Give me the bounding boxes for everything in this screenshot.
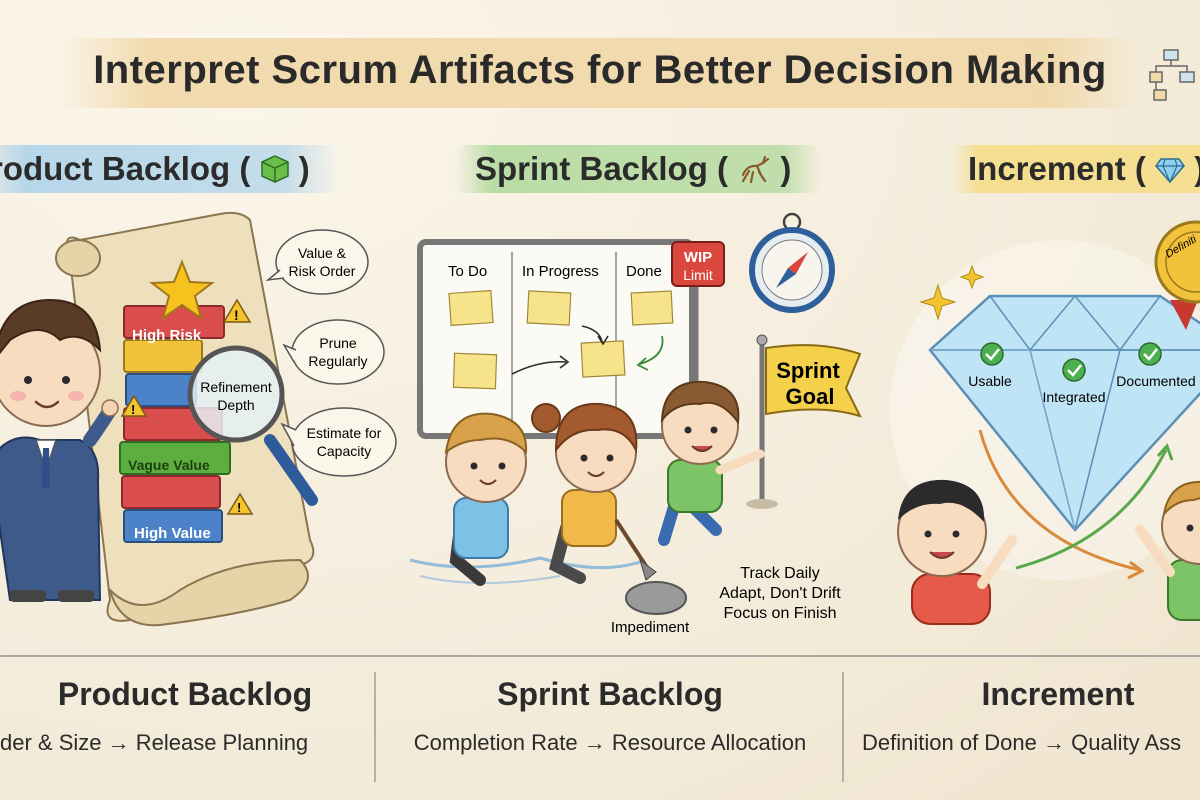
bottom-title-increment: Increment bbox=[981, 676, 1135, 712]
board-arrows bbox=[511, 325, 609, 375]
green-cube-icon bbox=[260, 155, 289, 183]
flowchart-icon bbox=[1149, 49, 1195, 101]
brick-label-high-risk: High Risk bbox=[132, 327, 202, 344]
compass-icon bbox=[749, 212, 835, 313]
goal-flag-line2: Goal bbox=[786, 384, 835, 409]
product-backlog-heading-text: roduct Backlog ( bbox=[0, 150, 251, 187]
wip-label-line2: Limit bbox=[683, 267, 713, 283]
page-title: Interpret Scrum Artifacts for Better Dec… bbox=[93, 48, 1107, 92]
callout-estimate-line1: Estimate for bbox=[307, 425, 382, 441]
callout-prune bbox=[282, 319, 385, 385]
businessman-character bbox=[0, 298, 119, 602]
product-backlog-heading: roduct Backlog ( ) bbox=[0, 145, 340, 193]
bottom-title-product-backlog: Product Backlog bbox=[57, 676, 313, 712]
warning-icon: ! bbox=[226, 492, 254, 515]
svg-text:!: ! bbox=[237, 500, 241, 515]
callout-estimate bbox=[280, 407, 397, 477]
magnifier-label-line1: Refinement bbox=[200, 379, 272, 395]
increment-heading-close: ) bbox=[1194, 145, 1200, 193]
callout-prune-line2: Regularly bbox=[308, 353, 367, 369]
bottom-flow-sprint-backlog: Completion Rate → Resource Allocation bbox=[413, 730, 807, 755]
column-todo: To Do bbox=[448, 263, 487, 280]
svg-text:!: ! bbox=[234, 307, 239, 323]
bottom-flow-product-backlog: der & Size → Release Planning bbox=[0, 730, 309, 755]
star-icon bbox=[149, 259, 215, 321]
column-in-progress: In Progress bbox=[522, 263, 599, 280]
brick-label-high-value: High Value bbox=[134, 525, 211, 542]
bottom-divider-line bbox=[0, 655, 1200, 657]
callout-estimate-line2: Capacity bbox=[317, 443, 371, 459]
increment-arrows bbox=[978, 429, 1174, 580]
rock-icon bbox=[625, 581, 687, 615]
check-documented: Documented bbox=[1116, 373, 1195, 389]
callout-value-risk bbox=[265, 229, 369, 295]
bottom-flow-increment: Definition of Done → Quality Ass bbox=[862, 730, 1182, 755]
product-backlog-heading-close: ) bbox=[298, 150, 310, 187]
cheering-kids bbox=[897, 479, 1200, 625]
check-integrated: Integrated bbox=[1042, 389, 1105, 405]
magnifier-icon bbox=[187, 345, 318, 506]
running-kids bbox=[409, 380, 765, 586]
impediment-label: Impediment bbox=[611, 619, 690, 636]
warning-icon: ! bbox=[222, 298, 252, 323]
sprint-goal-flag bbox=[746, 334, 862, 509]
sticky-notes bbox=[448, 289, 674, 390]
check-icons bbox=[980, 342, 1162, 382]
bottom-title-sprint-backlog: Sprint Backlog bbox=[497, 676, 723, 712]
note-adapt: Adapt, Don't Drift bbox=[719, 585, 841, 602]
magnifier-label-line2: Depth bbox=[217, 397, 254, 413]
wip-label-line1: WIP bbox=[684, 249, 712, 266]
column-divider bbox=[842, 672, 844, 782]
seal-badge bbox=[1154, 220, 1200, 330]
brick-stack bbox=[119, 305, 231, 543]
increment-heading-text: Increment ( bbox=[968, 150, 1146, 187]
callout-value-line2: Risk Order bbox=[289, 263, 356, 279]
title-banner bbox=[60, 38, 1140, 108]
increment-heading: Increment ( ) bbox=[950, 145, 1200, 193]
note-track-daily: Track Daily bbox=[740, 565, 819, 582]
callout-value-line1: Value & bbox=[298, 245, 347, 261]
sprint-backlog-heading: Sprint Backlog ( ) bbox=[455, 145, 820, 193]
sprint-backlog-heading-text: Sprint Backlog ( bbox=[475, 150, 729, 187]
warning-icon: ! bbox=[120, 394, 148, 417]
check-usable: Usable bbox=[968, 373, 1012, 389]
running-deer-icon bbox=[742, 155, 770, 184]
illustration: High Risk Vague Value High Value ! ! ! R… bbox=[0, 211, 1200, 636]
note-focus: Focus on Finish bbox=[724, 605, 837, 622]
sparkle-icon bbox=[919, 264, 985, 321]
diamond-icon bbox=[1155, 158, 1186, 184]
goal-flag-line1: Sprint bbox=[776, 358, 840, 383]
svg-text:!: ! bbox=[131, 402, 135, 417]
column-divider bbox=[374, 672, 376, 782]
sprint-backlog-heading-close: ) bbox=[780, 150, 792, 187]
brick-label-vague-value: Vague Value bbox=[128, 457, 210, 473]
callout-prune-line1: Prune bbox=[319, 335, 357, 351]
column-done: Done bbox=[626, 263, 662, 280]
green-arrow bbox=[636, 335, 664, 371]
